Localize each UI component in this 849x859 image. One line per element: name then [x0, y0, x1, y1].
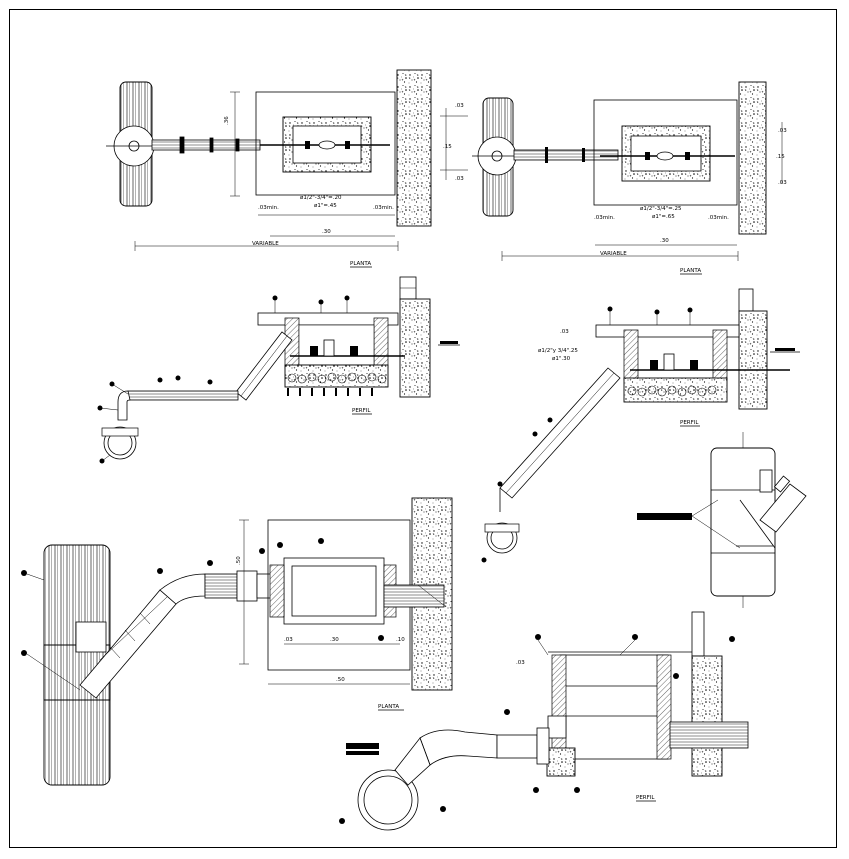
label-tag [346, 751, 379, 755]
dim-label: ø1/2"y 3/4".25 [538, 348, 578, 354]
concrete-wall [396, 69, 432, 227]
detail-planta-bottom: .50 .03 .30 .10 .50 PLANTA [236, 497, 453, 711]
connection-pipe [513, 149, 619, 161]
dim-label: .03min. [708, 215, 729, 221]
dim-label: .10 [396, 637, 405, 643]
connection-pipe [151, 139, 261, 151]
detail-planta-top-right: ø1/2"-3/4"=.25 ø1"=.65 .03min. .03min. .… [440, 81, 787, 275]
dim-label: ø1"=.65 [652, 214, 675, 220]
dim-label: .50 [336, 677, 345, 683]
concrete-wall [399, 298, 431, 398]
sheet-border [9, 9, 837, 848]
dim-label: .03min. [373, 205, 394, 211]
dim-label: .36 [224, 116, 230, 125]
dim-label: .03 [778, 128, 787, 134]
view-title-planta: PLANTA [680, 268, 701, 274]
dim-label: .03min. [258, 205, 279, 211]
dim-label: .03 [455, 103, 464, 109]
dim-label: ø1"=.45 [314, 203, 337, 209]
concrete-wall [691, 655, 723, 777]
label-tag [346, 743, 379, 749]
dim-label: .03 [516, 660, 525, 666]
dim-label: .03 [778, 180, 787, 186]
dim-label: .30 [322, 229, 331, 235]
detail-planta-top-left: .36 ø1/2"-3/4"=.20 ø1"=.45 .03min. .03mi… [106, 69, 432, 268]
dim-label: .30 [330, 637, 339, 643]
detail-pipe-junction-small [637, 432, 807, 608]
dim-label: .03 [560, 329, 569, 335]
concrete-wall [738, 81, 767, 235]
dim-label: .03 [284, 637, 293, 643]
dim-label: .15 [776, 154, 785, 160]
dim-label: .03min. [594, 215, 615, 221]
dim-label: .15 [443, 144, 452, 150]
dim-label: ø1/2"-3/4"=.25 [640, 206, 682, 212]
dim-label: ø1/2"-3/4"=.20 [300, 195, 342, 201]
dim-label: .03 [455, 176, 464, 182]
view-title-perfil: PERFIL [352, 408, 371, 414]
dim-label: VARIABLE [600, 251, 627, 257]
dim-label: .30 [660, 238, 669, 244]
gravel-bed [623, 377, 728, 403]
view-title-planta: PLANTA [350, 261, 371, 267]
detail-perfil-bottom: .03 PERFIL [339, 611, 749, 831]
branch-pipe [759, 483, 807, 533]
label-tag [637, 513, 692, 520]
view-title-perfil: PERFIL [680, 420, 699, 426]
view-title-perfil: PERFIL [636, 795, 655, 801]
elbow-pipe [419, 729, 498, 766]
dim-label: VARIABLE [252, 241, 279, 247]
detail-pipe-large-y [21, 544, 274, 786]
gravel-bed [284, 364, 389, 388]
dim-label: ø1".30 [552, 356, 571, 362]
view-title-planta: PLANTA [378, 704, 399, 710]
detail-perfil-middle-right: .03 ø1/2"y 3/4".25 ø1".30 PERFIL [481, 288, 800, 563]
concrete-wall [738, 310, 768, 410]
dim-label: .50 [236, 556, 242, 565]
detail-perfil-middle-left: PERFIL [97, 276, 460, 464]
